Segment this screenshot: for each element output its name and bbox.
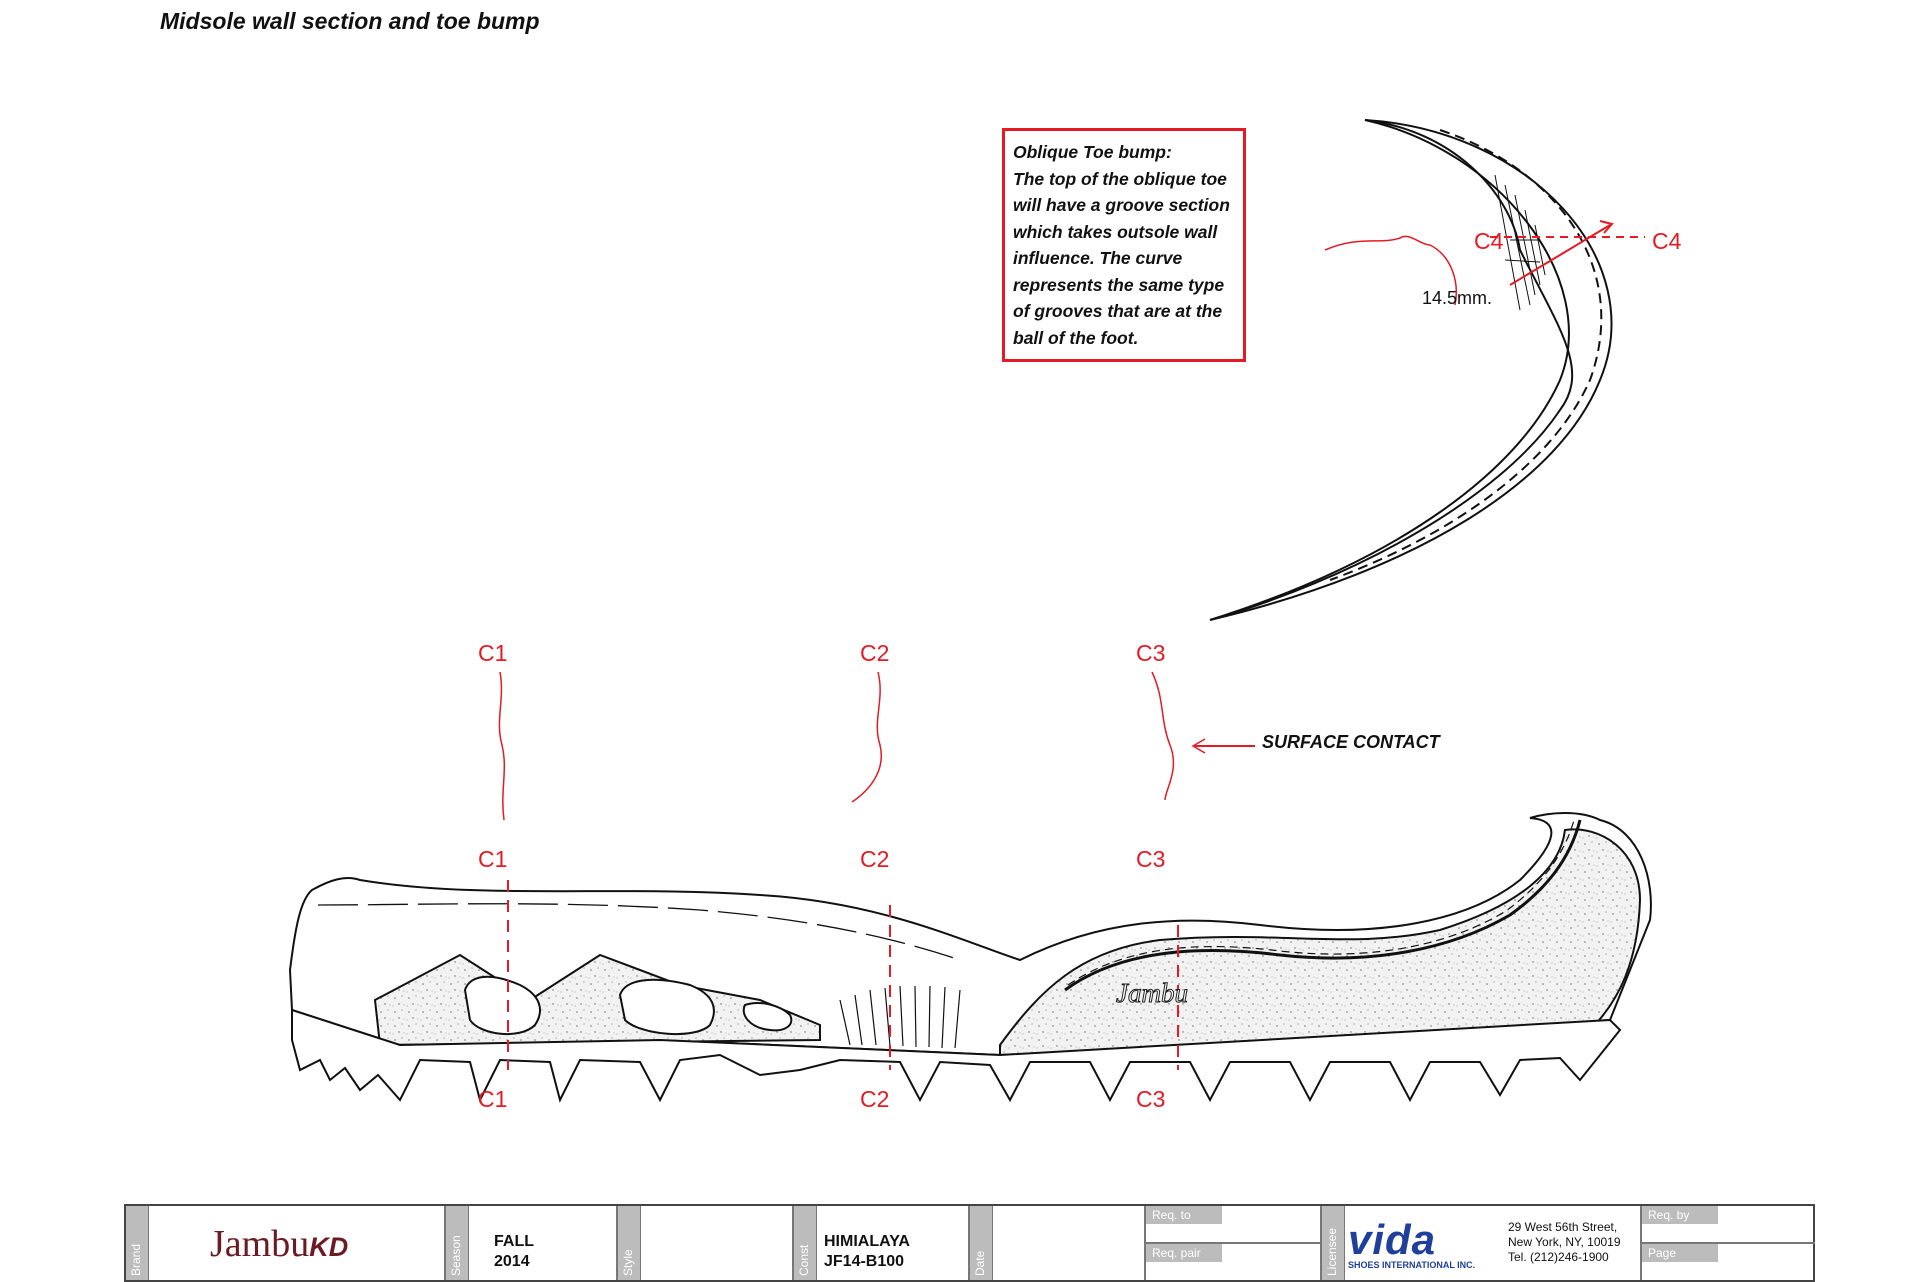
licensee-logo: vida SHOES INTERNATIONAL INC. [1348, 1216, 1476, 1271]
brand-logo: JambuKD [210, 1223, 349, 1265]
style-label: Style [621, 1249, 635, 1276]
toe-wall-line [1329, 129, 1603, 581]
season-label: Season [449, 1235, 463, 1276]
req-by-label: Req. by [1642, 1206, 1718, 1224]
licensee-label: Licensee [1325, 1227, 1339, 1276]
section-label-bottom-c3: C3 [1136, 1086, 1166, 1112]
page-label: Page [1642, 1244, 1718, 1262]
season-line1: FALL [494, 1233, 534, 1250]
note-body: The top of the oblique toe will have a g… [1013, 168, 1230, 348]
cushion-window-2 [618, 978, 715, 1036]
request-cell: Req. to Req. pair [1146, 1206, 1322, 1280]
toe-dimension [1324, 220, 1645, 306]
date-label: Date [973, 1250, 987, 1276]
section-label-top-c1: C1 [478, 640, 508, 666]
toe-inner-curve [1209, 119, 1574, 621]
cushion-window-1 [463, 975, 541, 1036]
surface-contact-callout: SURFACE CONTACT [1262, 732, 1440, 752]
req-to-label: Req. to [1146, 1206, 1222, 1224]
oblique-toe-note: Oblique Toe bump: The top of the oblique… [1002, 128, 1246, 362]
toe-bump-section [1209, 119, 1613, 621]
date-cell: Date [970, 1206, 1146, 1280]
cut-label-c4-right: C4 [1652, 228, 1682, 254]
page-title: Midsole wall section and toe bump [160, 8, 540, 34]
toe-groove-hatch [1494, 174, 1546, 311]
section-label-mid-c3: C3 [1136, 846, 1166, 872]
section-label-bottom-c2: C2 [860, 1086, 890, 1112]
cushion-window-3 [742, 1002, 793, 1032]
note-title: Oblique Toe bump: [1013, 142, 1172, 162]
const-line1: HIMIALAYA [824, 1233, 910, 1250]
licensee-address: 29 West 56th Street, New York, NY, 10019… [1508, 1220, 1621, 1264]
forefoot-groove-stitch [1067, 819, 1575, 986]
const-label: Const [797, 1244, 811, 1276]
brand-cell: Brand JambuKD [126, 1206, 446, 1280]
season-line2: 2014 [494, 1253, 530, 1270]
req-by-cell: Req. by Page [1642, 1206, 1815, 1280]
style-cell: Style [618, 1206, 794, 1280]
section-label-top-c2: C2 [860, 640, 890, 666]
toe-dimension-value: 14.5mm. [1422, 288, 1493, 308]
const-line2: JF14-B100 [824, 1253, 905, 1270]
season-cell: Season FALL 2014 [446, 1206, 618, 1280]
section-label-top-c3: C3 [1136, 640, 1166, 666]
section-label-mid-c2: C2 [860, 846, 890, 872]
section-label-mid-c1: C1 [478, 846, 508, 872]
arch-shank-hatch [839, 985, 961, 1049]
title-block: Brand JambuKD Season FALL 2014 Style Con… [124, 1204, 1815, 1282]
licensee-cell: Licensee [1322, 1206, 1642, 1280]
section-lines [507, 880, 1179, 1070]
cut-label-c4-left: C4 [1474, 228, 1504, 254]
surface-contact-curves [498, 671, 1255, 821]
midsole-foam-forefoot [999, 828, 1642, 1057]
upper-top-line [317, 903, 961, 961]
licensee-logo-text: vida [1348, 1216, 1437, 1263]
req-pair-label: Req. pair [1146, 1244, 1222, 1262]
outsole-lug-row [291, 1008, 1622, 1103]
forefoot-groove [1064, 819, 1582, 992]
sole-logo: Jambu [1116, 978, 1189, 1009]
sole-side-view [288, 812, 1652, 1103]
licensee-logo-sub: SHOES INTERNATIONAL INC. [1348, 1260, 1476, 1270]
brand-label: Brand [129, 1243, 143, 1276]
section-label-bottom-c1: C1 [478, 1086, 508, 1112]
const-cell: Const HIMIALAYA JF14-B100 [794, 1206, 970, 1280]
